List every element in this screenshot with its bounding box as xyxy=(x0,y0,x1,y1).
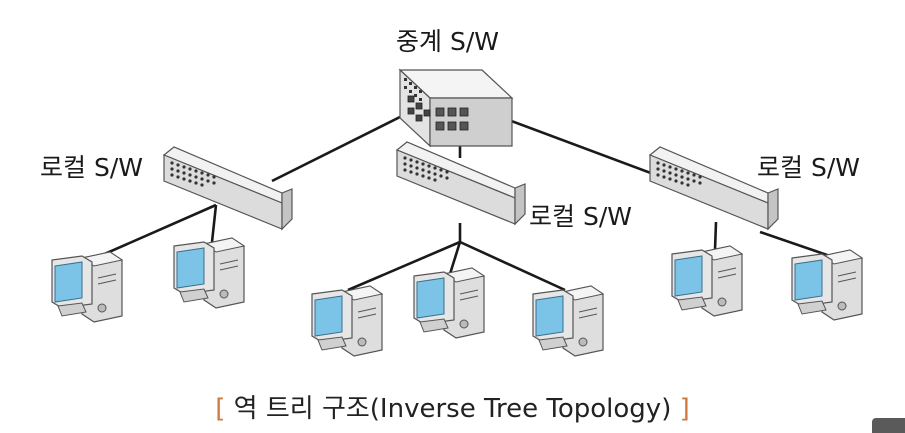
desktop-computer-icon xyxy=(173,237,245,309)
link-left-pc2 xyxy=(210,204,218,243)
core-switch-label: 중계 S/W xyxy=(396,27,499,56)
diagram-caption: [ 역 트리 구조(Inverse Tree Topology) ] xyxy=(0,388,905,425)
link-middle-pc3 xyxy=(459,240,566,292)
network-links xyxy=(99,111,831,292)
caption-close-bracket: ] xyxy=(679,394,690,424)
desktop-computer-icon xyxy=(413,267,485,339)
link-core-left xyxy=(271,111,409,183)
desktop-computer-icon xyxy=(791,249,863,321)
desktop-computer-icon xyxy=(671,245,743,317)
link-left-pc1 xyxy=(99,203,217,258)
link-middle-pc2 xyxy=(448,241,462,275)
local-switch-right-label: 로컬 S/W xyxy=(757,153,860,182)
local-switch-left-label: 로컬 S/W xyxy=(40,153,143,182)
caption-text: 역 트리 구조(Inverse Tree Topology) xyxy=(225,394,680,424)
desktop-computer-icon xyxy=(311,285,383,357)
local-switch-middle-label: 로컬 S/W xyxy=(529,202,632,231)
desktop-computer-icon xyxy=(532,285,604,357)
link-right-pc2 xyxy=(759,230,831,258)
corner-overlay xyxy=(872,418,905,433)
link-right-pc1 xyxy=(713,221,718,251)
desktop-computer-icon xyxy=(51,251,123,323)
local-switch-left-icon xyxy=(163,146,293,230)
caption-open-bracket: [ xyxy=(215,394,226,424)
core-switch-icon xyxy=(399,69,513,147)
link-middle-pc1 xyxy=(347,240,461,292)
